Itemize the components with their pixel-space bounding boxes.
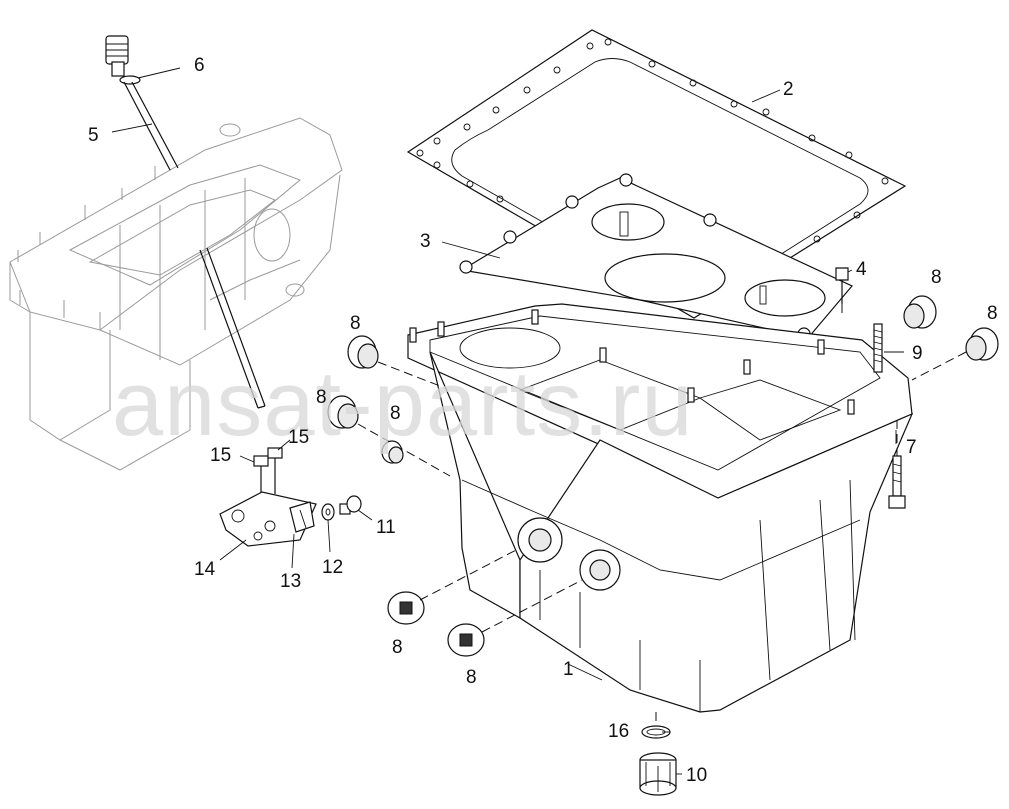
drain-plug (639, 752, 677, 796)
callout-2: 2 (783, 79, 794, 100)
callout-8-bottom-middle: 8 (466, 667, 477, 688)
oil-pan (407, 303, 914, 713)
callout-13: 13 (280, 571, 302, 592)
bolt-7 (888, 420, 906, 509)
callout-12: 12 (322, 557, 344, 578)
bolt-4 (835, 267, 849, 318)
plug-bottom-middle (447, 579, 583, 657)
callout-8-right-upper: 8 (931, 267, 942, 288)
plug-bottom-left (387, 547, 521, 625)
callout-8-right: 8 (987, 303, 998, 324)
callout-9: 9 (912, 343, 923, 364)
callout-6: 6 (194, 55, 205, 76)
callout-10: 10 (686, 765, 708, 786)
plug-right-upper (903, 295, 937, 329)
plug-left-small (381, 440, 404, 464)
callout-8-left-middle: 8 (316, 387, 327, 408)
callout-1: 1 (563, 659, 574, 680)
callout-7: 7 (906, 437, 917, 458)
stud-9 (873, 323, 883, 373)
callout-8-left-small: 8 (390, 403, 401, 424)
callout-4: 4 (856, 259, 867, 280)
callout-11: 11 (376, 517, 396, 538)
callout-15-left: 15 (210, 445, 232, 466)
bracket-assembly (219, 447, 362, 547)
callout-16: 16 (608, 721, 630, 742)
callout-8-left-upper: 8 (350, 313, 361, 334)
leader-lines (111, 67, 904, 775)
callout-8-bottom-left: 8 (392, 637, 403, 658)
callout-14: 14 (194, 559, 216, 580)
engine-block-ghost (9, 117, 343, 471)
callout-3: 3 (420, 231, 431, 252)
sealing-ring (641, 712, 671, 739)
plug-left-upper (347, 335, 441, 387)
plug-right (911, 327, 999, 381)
plug-left-middle (327, 395, 451, 477)
callout-15-right: 15 (288, 427, 310, 448)
dipstick (105, 35, 266, 409)
callout-5: 5 (88, 125, 99, 146)
